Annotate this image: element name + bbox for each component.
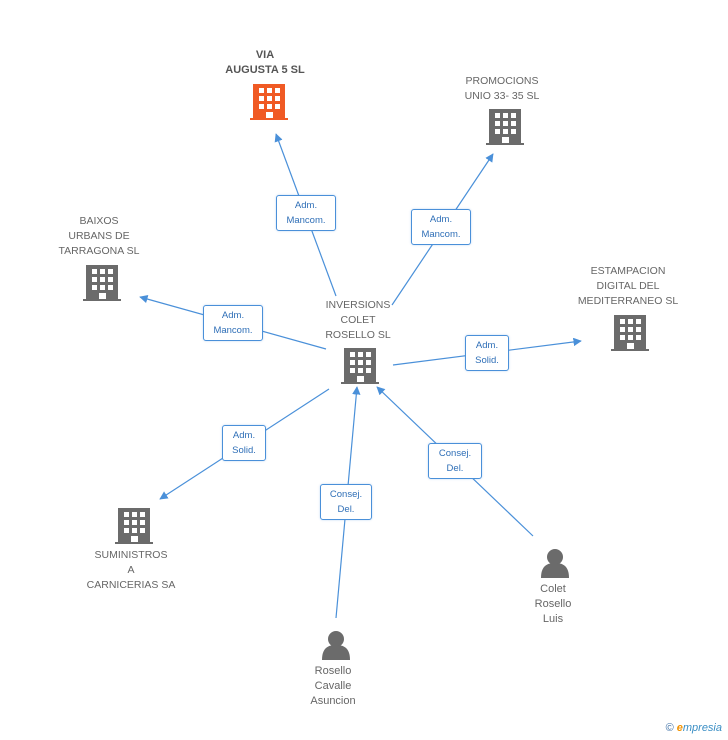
brand-logo-initial: e: [676, 722, 683, 734]
building-icon-center[interactable]: [341, 348, 379, 384]
edge-label-colet[interactable]: Consej.Del.: [428, 443, 482, 479]
node-label-estampacion[interactable]: ESTAMPACION DIGITAL DEL MEDITERRANEO SL: [577, 265, 679, 307]
edge-label-via-augusta[interactable]: Adm.Mancom.: [276, 195, 336, 231]
brand-watermark: ©empresia: [666, 722, 722, 734]
node-label-colet[interactable]: Colet Rosello Luis: [534, 583, 572, 625]
edge-label-suministros[interactable]: Adm.Solid.: [222, 425, 266, 461]
node-label-center[interactable]: INVERSIONS COLET ROSELLO SL: [325, 299, 391, 341]
building-icon-estampacion[interactable]: [611, 315, 649, 351]
node-label-via-augusta[interactable]: VIA AUGUSTA 5 SL: [225, 49, 305, 76]
edge-label-estampacion[interactable]: Adm.Solid.: [465, 335, 509, 371]
edge-label-baixos[interactable]: Adm.Mancom.: [203, 305, 263, 341]
brand-logo-text: mpresia: [682, 722, 722, 734]
person-icon-colet[interactable]: [541, 549, 569, 578]
node-label-suministros[interactable]: SUMINISTROS A CARNICERIAS SA: [86, 549, 176, 591]
building-icon-via-augusta[interactable]: [250, 84, 288, 120]
node-label-baixos[interactable]: BAIXOS URBANS DE TARRAGONA SL: [58, 215, 140, 257]
copyright-symbol: ©: [665, 722, 674, 734]
person-icon-rosello[interactable]: [322, 631, 350, 660]
edge-label-rosello[interactable]: Consej.Del.: [320, 484, 372, 520]
building-icon-promocions[interactable]: [486, 109, 524, 145]
edge-label-promocions[interactable]: Adm.Mancom.: [411, 209, 471, 245]
building-icon-suministros[interactable]: [115, 508, 153, 544]
building-icon-baixos[interactable]: [83, 265, 121, 301]
node-label-rosello[interactable]: Rosello Cavalle Asuncion: [310, 665, 356, 707]
node-label-promocions[interactable]: PROMOCIONS UNIO 33- 35 SL: [464, 75, 540, 102]
